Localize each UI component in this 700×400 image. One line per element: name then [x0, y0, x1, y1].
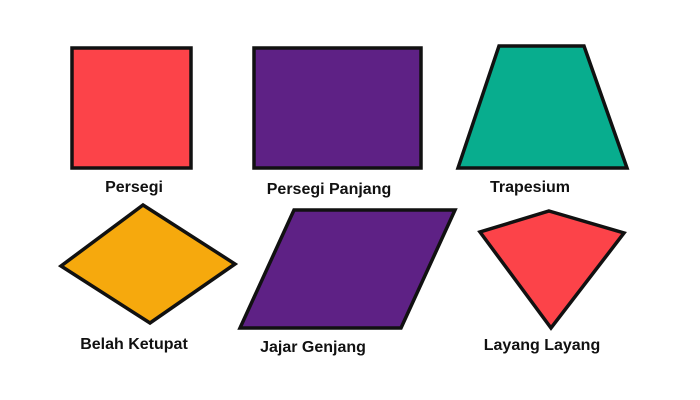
parallelogram-shape [237, 208, 458, 330]
kite-shape [477, 209, 627, 331]
trapezoid-label: Trapesium [490, 179, 570, 196]
rhombus-label: Belah Ketupat [80, 336, 188, 353]
kite-label: Layang Layang [484, 337, 600, 354]
square-shape [70, 46, 193, 170]
square-label: Persegi [105, 179, 163, 196]
rhombus-shape [57, 202, 239, 326]
parallelogram-label: Jajar Genjang [260, 339, 366, 356]
trapezoid-shape [455, 44, 630, 170]
rectangle-label: Persegi Panjang [267, 181, 392, 198]
rectangle-shape [252, 46, 423, 170]
